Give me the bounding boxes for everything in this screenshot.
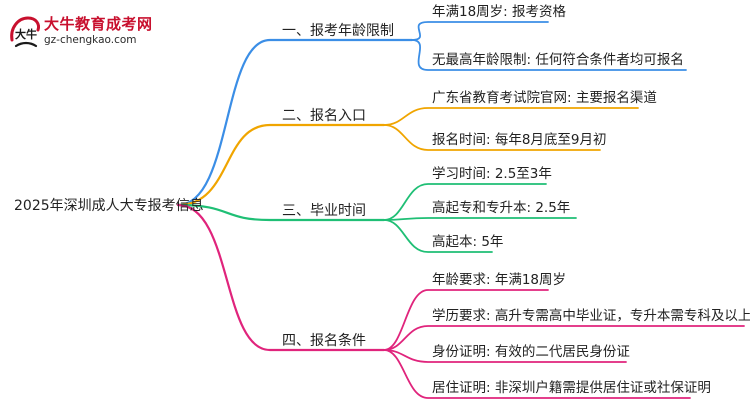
branch-label-age: 一、报考年龄限制 [282,23,394,39]
logo-mark-icon: 大牛 [10,16,40,48]
logo-mark-text: 大牛 [15,27,37,41]
leaf-connector [383,124,601,151]
leaf-connector [383,107,639,126]
leaf-label: 广东省教育考试院官网: 主要报名渠道 [432,90,657,106]
leaf-label: 居住证明: 非深圳户籍需提供居住证或社保证明 [432,380,711,396]
leaf-label: 高起本: 5年 [432,234,504,250]
leaf-label: 学历要求: 高升专需高中毕业证，专升本需专科及以上学历 [432,308,750,324]
leaf-label: 无最高年龄限制: 任何符合条件者均可报名 [432,52,684,68]
branch-connector [176,123,386,207]
branch-label-entry: 二、报名入口 [282,108,366,124]
branch-label-conditions: 四、报名条件 [282,333,366,349]
leaf-label: 年龄要求: 年满18周岁 [432,272,567,288]
leaf-label: 身份证明: 有效的二代居民身份证 [432,344,630,360]
leaf-label: 高起专和专升本: 2.5年 [432,200,571,216]
branch-connector [176,203,386,222]
branch-label-graduation: 三、毕业时间 [282,203,366,219]
logo-url: gz-chengkao.com [44,34,137,46]
leaf-connector [383,325,745,351]
leaf-connector [411,39,687,71]
leaf-connector [383,349,691,399]
leaf-label: 学习时间: 2.5至3年 [432,166,552,182]
site-logo[interactable]: 大牛 大牛教育成考网 gz-chengkao.com [6,12,176,52]
branch-connector [176,38,414,207]
leaf-connector [383,219,493,253]
root-node-label: 2025年深圳成人大专报考信息 [14,198,204,214]
logo-title: 大牛教育成考网 [44,15,153,33]
branch-connector [176,203,386,352]
leaf-label: 报名时间: 每年8月底至9月初 [432,132,607,148]
leaf-label: 年满18周岁: 报考资格 [432,4,567,20]
leaf-connector [383,217,577,221]
leaf-connector [383,183,547,221]
leaf-connector [411,21,549,41]
leaf-connector [383,289,549,351]
